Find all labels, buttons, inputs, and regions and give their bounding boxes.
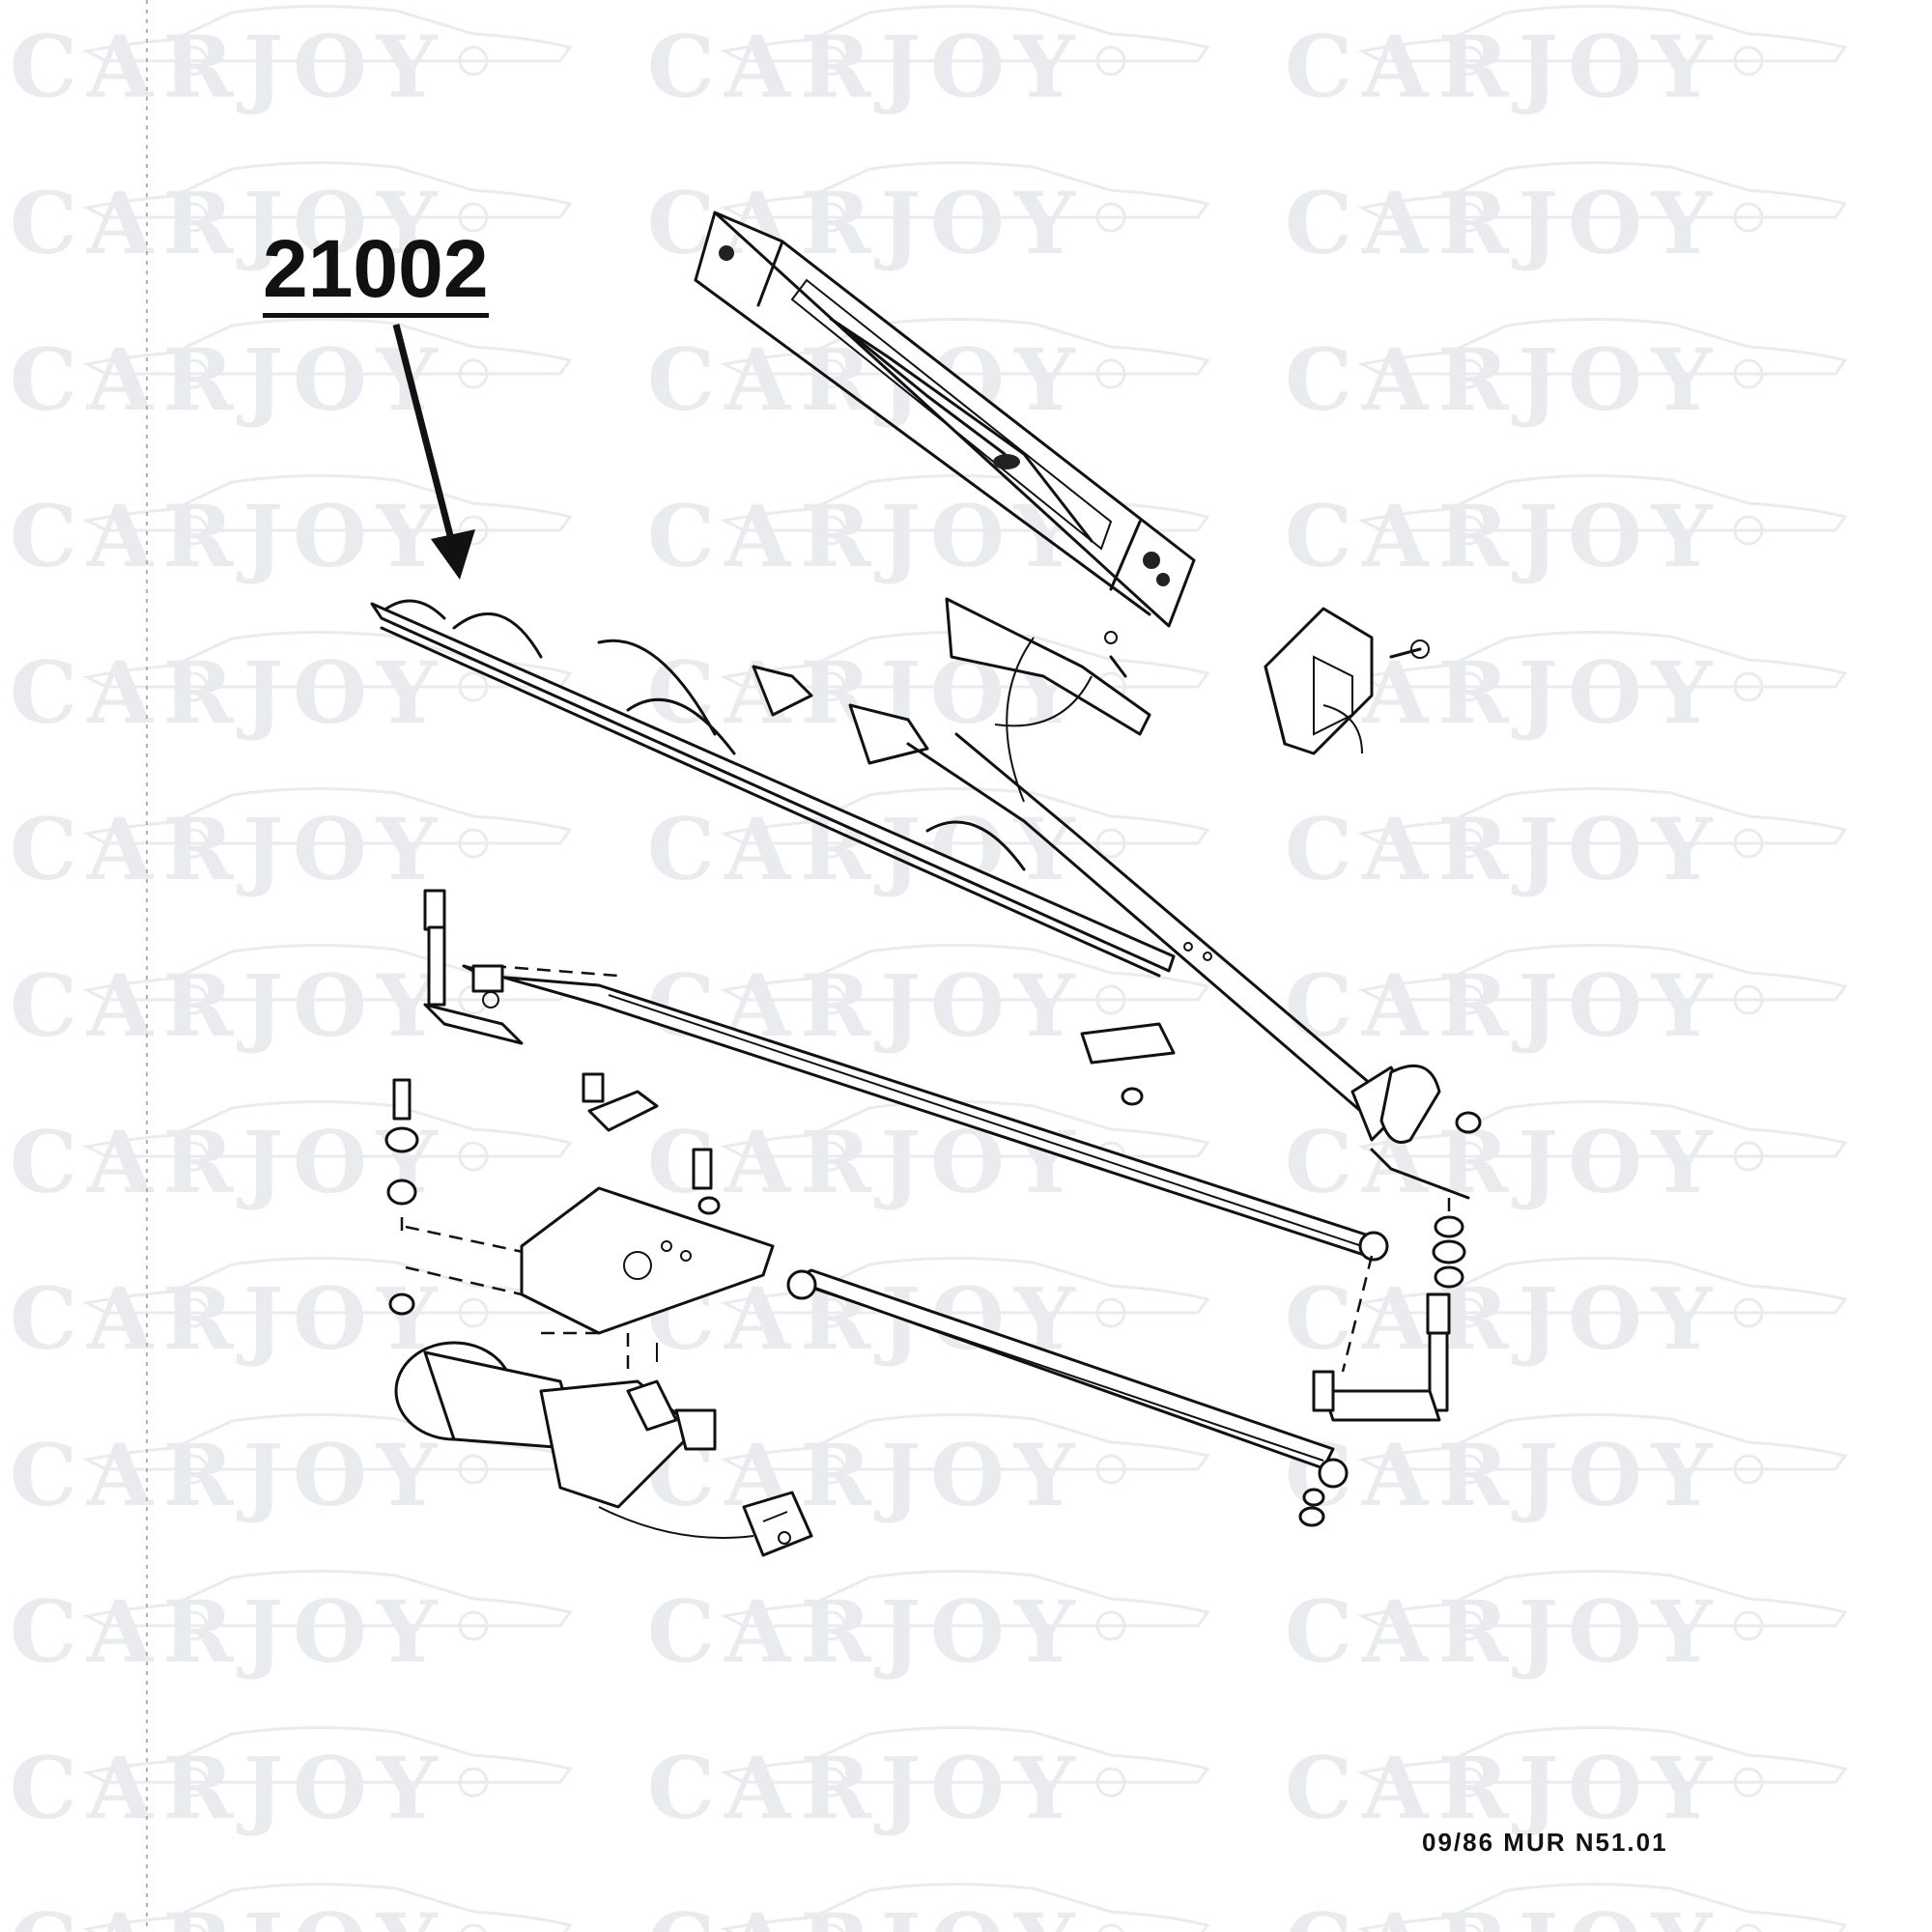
watermark-text: CARJOY [10,1268,447,1369]
watermark-text: CARJOY [10,642,447,743]
watermark-text: CARJOY [1285,329,1722,430]
watermark-text: CARJOY [647,1738,1085,1838]
watermark-text: CARJOY [647,1894,1085,1932]
watermark-text: CARJOY [10,1425,447,1525]
watermark-pattern: CARJOY CARJOY CARJOY CARJOY CARJOY CARJOY CARJ… [10,4,1847,1932]
watermark-text: CARJOY [10,955,447,1056]
watermark-text: CARJOY [647,16,1085,117]
watermark-text: CARJOY [10,486,447,586]
watermark-text: CARJOY [647,1425,1085,1525]
wiper-blade [370,599,1176,978]
watermark-text: CARJOY [647,486,1085,586]
document-code: 09/86 MUR N51.01 [1422,1828,1668,1857]
callout-arrow [392,324,475,580]
watermark-text: CARJOY [10,1894,447,1932]
watermark-text: CARJOY [647,173,1085,273]
watermark-text: CARJOY [1285,1112,1722,1212]
watermark-text: CARJOY [10,1112,447,1212]
pivot-spindle-left [423,889,524,1045]
wiper-motor [394,1333,754,1539]
end-washer [1298,1488,1325,1527]
part-number-label: 21002 [263,228,489,318]
watermark-text: CARJOY [10,1738,447,1838]
watermark-text: CARJOY [1285,486,1722,586]
linkage-rod-lower [786,1268,1349,1489]
electrical-connector-lower [742,1491,813,1557]
watermark-text: CARJOY [10,16,447,117]
watermark-text: CARJOY [10,329,447,430]
fastener-set [384,1072,721,1316]
mounting-clip [1080,1022,1176,1106]
watermark-text: CARJOY [1285,173,1722,273]
watermark-text: CARJOY [10,173,447,273]
watermark-text: CARJOY [1285,799,1722,899]
watermark-text: CARJOY [647,799,1085,899]
watermark-text: CARJOY [1285,16,1722,117]
wiper-blade-package [694,211,1196,628]
watermark-text: CARJOY [10,799,447,899]
watermark-text: CARJOY [1285,1738,1722,1838]
motor-mount-plate [405,1186,775,1335]
watermark-text: CARJOY [1285,1425,1722,1525]
watermark-text: CARJOY [1285,1268,1722,1369]
electrical-connector-upper [1264,607,1430,755]
watermark-text: CARJOY [1285,955,1722,1056]
watermark-text: CARJOY [10,1581,447,1682]
wiper-arm [906,732,1470,1200]
arm-cover-bracket [945,597,1151,803]
watermark-text: CARJOY [1285,1581,1722,1682]
watermark-text: CARJOY [1285,1894,1722,1932]
pivot-spindle-right [1312,1111,1482,1422]
watermark-text: CARJOY [647,1581,1085,1682]
